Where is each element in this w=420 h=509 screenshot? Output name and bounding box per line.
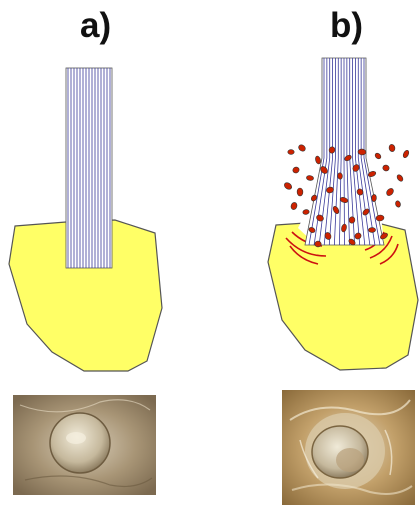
debris-particle: [368, 227, 375, 232]
debris-particle: [388, 144, 395, 152]
debris-particle: [297, 144, 306, 153]
debris-particle: [395, 200, 402, 208]
debris-particle: [315, 155, 322, 164]
debris-particle: [374, 152, 382, 160]
debris-particle: [382, 164, 390, 171]
debris-particle: [283, 181, 293, 190]
debris-particle: [371, 194, 376, 202]
debris-particle: [315, 241, 322, 247]
debris-particle: [288, 150, 294, 155]
photo-a: [13, 395, 156, 495]
debris-particle: [292, 166, 300, 174]
debris-particle: [396, 174, 404, 183]
debris-particle: [306, 175, 314, 181]
panel-a: [9, 68, 162, 371]
debris-particle: [337, 173, 342, 180]
debris-particle: [297, 188, 303, 196]
debris-particle: [385, 187, 395, 197]
debris-particle: [290, 202, 298, 211]
fiber-bundle-icon: [66, 68, 112, 268]
debris-particle: [358, 149, 366, 155]
panel-b: [268, 58, 418, 370]
debris-particle: [402, 149, 410, 158]
photo-b: [282, 390, 415, 505]
debris-particle: [349, 216, 356, 223]
